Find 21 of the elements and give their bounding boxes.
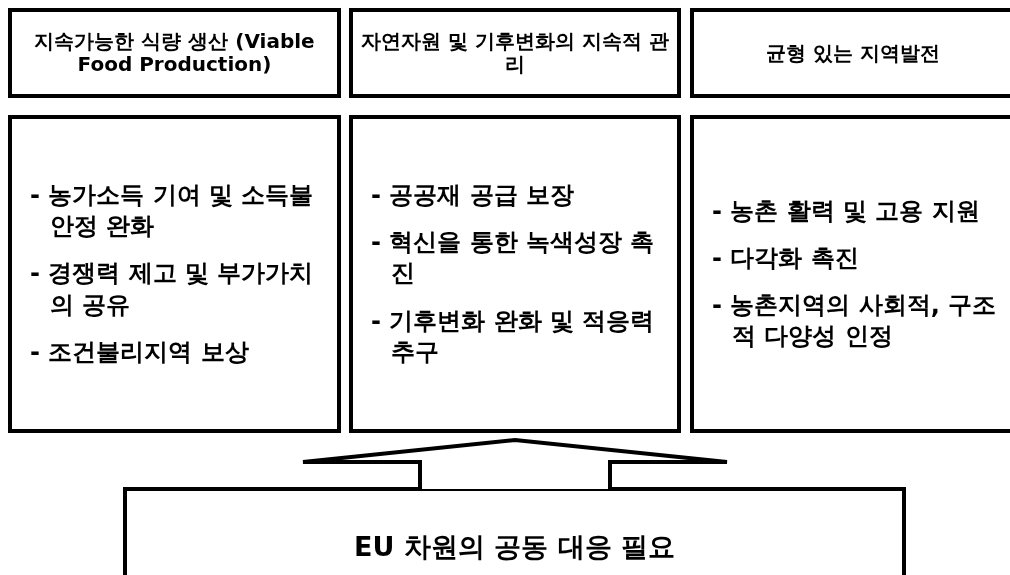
content-box [690, 115, 1010, 433]
bullet-item: - 공공재 공급 보장 [371, 180, 576, 212]
bullet-item: - 조건불리지역 보상 [30, 336, 250, 368]
bullet-item: - 농가소득 기여 및 소득불안정 완화 [30, 180, 315, 243]
box-title: 지속가능한 식량 생산 (Viable Food Production) [33, 30, 316, 76]
bullet-item: - 혁신을 통한 녹색성장 촉진 [371, 227, 656, 290]
bullet-item: - 농촌지역의 사회적, 구조적 다양성 인정 [712, 290, 998, 353]
box-title: 자연자원 및 기후변화의 지속적 관리 [360, 30, 670, 76]
heading-box [8, 8, 341, 98]
content-box [349, 115, 681, 433]
content-box [8, 115, 341, 433]
bullet-item: - 기후변화 완화 및 적응력 추구 [371, 305, 656, 368]
box-title: 균형 있는 지역발전 [766, 41, 940, 65]
bullet-item: - 다각화 촉진 [712, 242, 860, 274]
bullet-item: - 경쟁력 제고 및 부가가치의 공유 [30, 258, 315, 321]
heading-box [349, 8, 681, 98]
box-title: EU 차원의 공동 대응 필요 [354, 530, 675, 564]
callout-box [123, 487, 906, 575]
heading-box [690, 8, 1010, 98]
bullet-item: - 농촌 활력 및 고용 지원 [712, 195, 981, 227]
block-arrow [301, 438, 729, 491]
